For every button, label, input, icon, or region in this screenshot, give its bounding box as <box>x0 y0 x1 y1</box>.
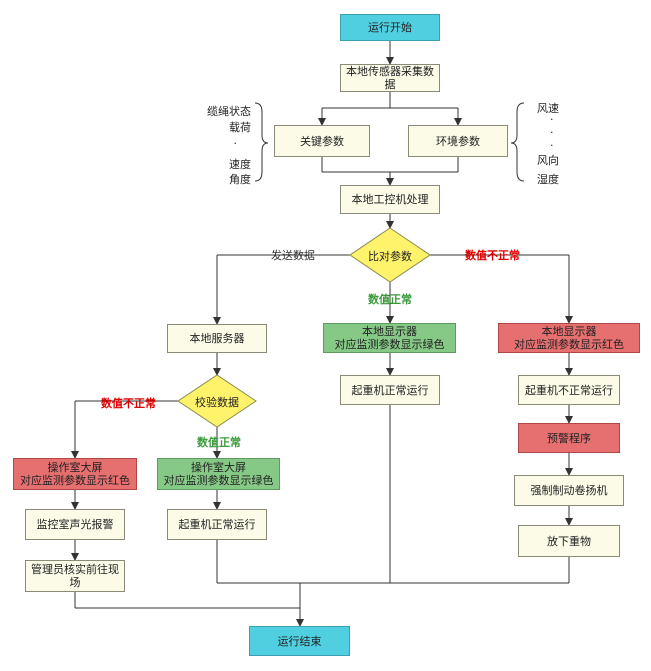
right-param-3: · <box>550 139 554 152</box>
warning-label: 预警程序 <box>547 431 591 445</box>
left-param-1: 载荷 <box>229 121 251 134</box>
verify-label: 校验数据 <box>195 396 239 409</box>
alarm-node: 监控室声光报警 <box>25 509 125 540</box>
ctrl-green-line2: 对应监测参数显示绿色 <box>163 474 274 487</box>
env-params-label: 环境参数 <box>436 134 480 148</box>
local-display-green-node: 本地显示器 对应监测参数显示绿色 <box>323 323 456 353</box>
left-param-0: 缆绳状态 <box>207 105 251 118</box>
collect-label: 本地传感器采集数据 <box>346 65 434 91</box>
right-param-1: · <box>550 113 554 126</box>
abnormal-label-right: 数值不正常 <box>465 249 520 262</box>
crane-normal-center-label: 起重机正常运行 <box>351 383 429 397</box>
ctrl-green-node: 操作室大屏 对应监测参数显示绿色 <box>157 458 280 490</box>
ctrl-red-line2: 对应监测参数显示红色 <box>20 474 130 487</box>
local-server-node: 本地服务器 <box>167 324 267 353</box>
local-display-red-line2: 对应监测参数显示红色 <box>514 338 624 351</box>
verify-site-node: 管理员核实前往现场 <box>25 560 125 592</box>
ipc-node: 本地工控机处理 <box>340 185 440 214</box>
left-brace <box>254 102 269 182</box>
verify-diamond <box>177 374 257 428</box>
right-brace <box>510 102 525 182</box>
lower-load-node: 放下重物 <box>518 525 620 557</box>
send-data-label: 发送数据 <box>271 249 315 262</box>
alarm-label: 监控室声光报警 <box>36 518 114 531</box>
right-param-5: 湿度 <box>537 173 559 186</box>
crane-normal-left-node: 起重机正常运行 <box>167 509 267 540</box>
normal-label-center: 数值正常 <box>368 293 412 306</box>
force-brake-node: 强制制动卷扬机 <box>514 475 624 506</box>
ctrl-red-node: 操作室大屏 对应监测参数显示红色 <box>13 458 137 490</box>
abnormal-label-left: 数值不正常 <box>101 397 156 410</box>
compare-label: 比对参数 <box>368 250 412 263</box>
local-display-green-line2: 对应监测参数显示绿色 <box>334 338 445 351</box>
warning-node: 预警程序 <box>518 423 620 453</box>
crane-abnormal-node: 起重机不正常运行 <box>518 375 620 405</box>
right-param-2: · <box>550 126 554 139</box>
crane-abnormal-label: 起重机不正常运行 <box>525 383 613 397</box>
right-param-4: 风向 <box>537 154 559 167</box>
end-node: 运行结束 <box>249 626 350 656</box>
local-display-red-node: 本地显示器 对应监测参数显示红色 <box>498 323 640 353</box>
right-param-0: 风速 <box>537 102 559 115</box>
ctrl-red-line1: 操作室大屏 <box>47 461 103 474</box>
local-display-red-line1: 本地显示器 <box>541 325 597 338</box>
left-param-3: 速度 <box>229 158 251 171</box>
key-params-label: 关键参数 <box>300 134 344 148</box>
start-node: 运行开始 <box>340 14 440 41</box>
local-display-green-line1: 本地显示器 <box>362 325 417 338</box>
ipc-label: 本地工控机处理 <box>351 193 429 206</box>
verify-site-label: 管理员核实前往现场 <box>31 563 119 589</box>
lower-load-label: 放下重物 <box>547 534 591 548</box>
left-param-2: · <box>233 137 238 150</box>
end-label: 运行结束 <box>277 634 322 648</box>
collect-node: 本地传感器采集数据 <box>340 64 440 92</box>
crane-normal-center-node: 起重机正常运行 <box>340 375 440 405</box>
local-server-label: 本地服务器 <box>189 332 245 345</box>
compare-diamond <box>349 227 431 283</box>
force-brake-label: 强制制动卷扬机 <box>530 484 608 497</box>
ctrl-green-line1: 操作室大屏 <box>191 461 246 474</box>
crane-normal-left-label: 起重机正常运行 <box>178 518 256 531</box>
left-param-4: 角度 <box>229 173 251 186</box>
start-label: 运行开始 <box>368 21 412 34</box>
normal-label-left: 数值正常 <box>197 436 241 449</box>
env-params-node: 环境参数 <box>408 125 508 157</box>
key-params-node: 关键参数 <box>274 125 370 157</box>
